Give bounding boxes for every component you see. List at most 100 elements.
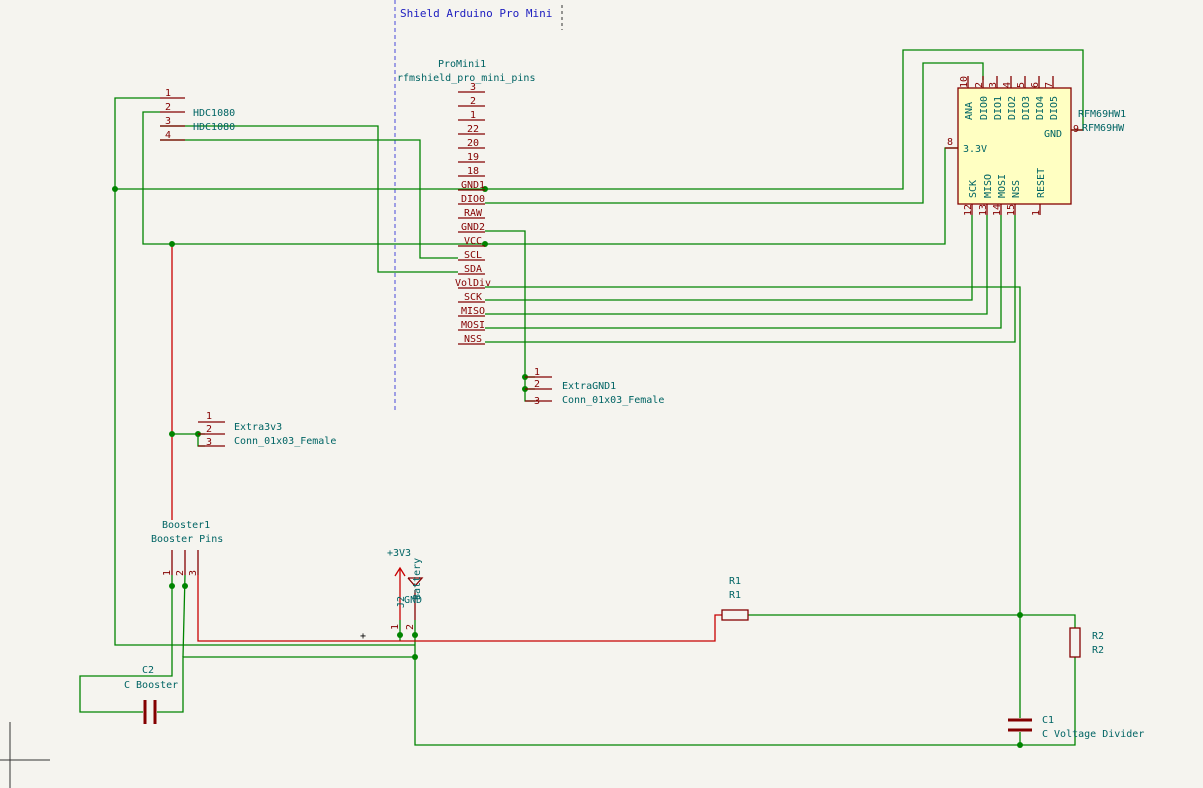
pin-number: 13 xyxy=(978,204,989,216)
promini-pin-label: VolDiv xyxy=(455,278,491,289)
pin-number: 2 xyxy=(405,624,416,630)
battery-ref: J2 xyxy=(396,596,407,608)
pin-number: 7 xyxy=(1044,82,1055,88)
pin-name: GND xyxy=(1044,129,1062,140)
rfm69hw-module[interactable]: 10ANA2DIO03DIO14DIO25DIO36DIO47DIO512SCK… xyxy=(945,76,1126,216)
hdc1080-connector[interactable]: 1 2 3 4 HDC1080 HDC1080 xyxy=(160,88,235,141)
promini-pin-label: MOSI xyxy=(461,320,485,331)
gnd-label: GND xyxy=(404,595,422,606)
battery-connector[interactable]: +3V3 GND J2 Battery 1 2 + xyxy=(360,548,424,642)
pin-number: 3 xyxy=(534,396,540,407)
promini-pin-label: SDA xyxy=(464,264,482,275)
promini-pin-label: RAW xyxy=(464,208,483,219)
r1-ref: R1 xyxy=(729,576,741,587)
pin-number: 3 xyxy=(988,82,999,88)
pin-number: 9 xyxy=(1073,124,1079,135)
pin-number: 4 xyxy=(165,130,171,141)
resistor-r1[interactable]: R1 R1 xyxy=(721,576,749,621)
v33-label: +3V3 xyxy=(387,548,411,559)
promini-pin-label: VCC xyxy=(464,236,482,247)
promini-connector[interactable]: ProMini1 rfmshield_pro_mini_pins 3 2 1 22 20… xyxy=(397,59,535,345)
capacitor-c2[interactable]: C2 C Booster xyxy=(124,665,178,724)
promini-pin-label: NSS xyxy=(464,334,482,345)
booster-ref: Booster1 xyxy=(162,520,210,531)
rfm-ref: RFM69HW1 xyxy=(1078,109,1126,120)
c2-ref: C2 xyxy=(142,665,154,676)
pin-number: 2 xyxy=(165,102,171,113)
extra3v3-ref: Extra3v3 xyxy=(234,422,282,433)
pin-number: 1 xyxy=(534,367,540,378)
c1-ref: C1 xyxy=(1042,715,1054,726)
rfm-value: RFM69HW xyxy=(1082,123,1125,134)
promini-pin-label: SCL xyxy=(464,250,482,261)
promini-pin-label: 1 xyxy=(470,110,476,121)
pin-number: 12 xyxy=(963,204,974,216)
r1-value: R1 xyxy=(729,590,741,601)
booster-value: Booster Pins xyxy=(151,534,223,545)
pin-number: 2 xyxy=(175,570,186,576)
pin-name: 3.3V xyxy=(963,144,987,155)
promini-pin-label: GND1 xyxy=(461,180,485,191)
sheet-title: Shield Arduino Pro Mini xyxy=(400,7,552,20)
extra3v3-connector[interactable]: 1 2 3 Extra3v3 Conn_01x03_Female xyxy=(198,411,336,448)
pin-number: 3 xyxy=(188,570,199,576)
pin-name: DIO3 xyxy=(1021,96,1032,120)
extra3v3-value: Conn_01x03_Female xyxy=(234,436,336,447)
pin-number: 10 xyxy=(959,76,970,88)
pin-number: 2 xyxy=(534,379,540,390)
pin-name: DIO2 xyxy=(1007,96,1018,120)
promini-pin-label: MISO xyxy=(461,306,485,317)
gnd-symbol xyxy=(407,577,424,587)
promini-pin-label: 18 xyxy=(467,166,479,177)
promini-pin-label: 2 xyxy=(470,96,476,107)
pin-number: 1 xyxy=(390,624,401,630)
capacitor-c1[interactable]: C1 C Voltage Divider xyxy=(1008,715,1144,740)
r2-value: R2 xyxy=(1092,645,1104,656)
power-wires[interactable] xyxy=(171,244,722,642)
r2-ref: R2 xyxy=(1092,631,1104,642)
pin-number: 2 xyxy=(974,82,985,88)
promini-pin-label: 22 xyxy=(467,124,479,135)
c1-value: C Voltage Divider xyxy=(1042,729,1144,740)
promini-pin-label: 20 xyxy=(467,138,479,149)
pin-name: DIO4 xyxy=(1035,96,1046,120)
hdc-ref: HDC1080 xyxy=(193,108,235,119)
pin-number: 3 xyxy=(206,437,212,448)
ic-body xyxy=(957,87,1072,205)
pin-number: 1 xyxy=(162,570,173,576)
pin-number: 8 xyxy=(947,137,953,148)
promini-pin-label: SCK xyxy=(464,292,482,303)
pin-number: 3 xyxy=(165,116,171,127)
promini-ref: ProMini1 xyxy=(438,59,486,70)
pin-name: SCK xyxy=(968,180,979,198)
plus-marker: + xyxy=(360,631,366,642)
resistor-r2[interactable]: R2 R2 xyxy=(1069,627,1104,658)
junctions xyxy=(112,186,1023,748)
pin-number: 1 xyxy=(165,88,171,99)
extragnd-connector[interactable]: 1 2 3 ExtraGND1 Conn_01x03_Female xyxy=(525,367,664,407)
promini-pin-label: DIO0 xyxy=(461,194,485,205)
pin-name: DIO0 xyxy=(979,96,990,120)
pin-name: RESET xyxy=(1036,168,1047,198)
pin-name: NSS xyxy=(1011,180,1022,198)
pin-number: 1 xyxy=(206,411,212,422)
extragnd-ref: ExtraGND1 xyxy=(562,381,616,392)
pin-number: 14 xyxy=(992,204,1003,216)
pin-name: MISO xyxy=(983,174,994,198)
c2-value: C Booster xyxy=(124,680,178,691)
promini-pin-label: 19 xyxy=(467,152,479,163)
hdc-value: HDC1080 xyxy=(193,122,235,133)
promini-pin-label: 3 xyxy=(470,82,476,93)
booster-connector[interactable]: Booster1 Booster Pins 1 2 3 xyxy=(151,520,223,576)
pin-name: MOSI xyxy=(997,174,1008,198)
pin-name: DIO1 xyxy=(993,96,1004,120)
promini-pin-label: GND2 xyxy=(461,222,485,233)
pin-number: 6 xyxy=(1030,82,1041,88)
pin-number: 1 xyxy=(1031,210,1042,216)
pin-name: ANA xyxy=(964,102,975,120)
pin-number: 2 xyxy=(206,424,212,435)
pin-name: DIO5 xyxy=(1049,96,1060,120)
battery-value: Battery xyxy=(412,558,423,600)
promini-value: rfmshield_pro_mini_pins xyxy=(397,73,535,84)
